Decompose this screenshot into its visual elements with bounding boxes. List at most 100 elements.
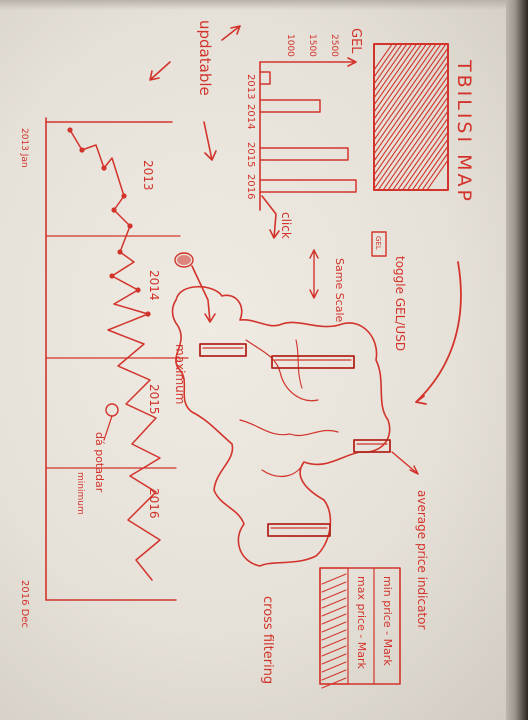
- map-bars: [199, 343, 391, 537]
- map-district-border-2: [295, 339, 303, 389]
- title-hatch-stroke: [406, 131, 448, 190]
- line-chart-point[interactable]: [79, 147, 85, 153]
- bar-chart: GEL 2500 1500 1000 2013 2014 2015 2016 c…: [245, 28, 363, 239]
- bar-chart-x-tick-2015: 2015: [245, 142, 256, 167]
- toggle-note: toggle GEL/USD: [393, 256, 407, 351]
- line-chart-end-label: 2016 Dec: [19, 580, 30, 628]
- minimum-marker: [105, 403, 119, 417]
- title-hatch-stroke: [374, 44, 432, 127]
- title-hatch-stroke: [374, 44, 408, 92]
- bar-chart-bar[interactable]: [259, 147, 349, 161]
- line-chart-point[interactable]: [121, 193, 127, 199]
- arrow-to-map-icon: [191, 265, 216, 323]
- title-hatch-stroke: [382, 96, 448, 190]
- title-hatch-stroke: [374, 44, 423, 113]
- curved-arrow-icon: [415, 261, 462, 405]
- hatched-title-box: [373, 43, 449, 191]
- bar-chart-x-tick-2014: 2014: [245, 104, 256, 129]
- line-chart-year-2014: 2014: [147, 270, 161, 301]
- line-chart-point[interactable]: [101, 165, 107, 171]
- title-hatch-stroke: [374, 44, 398, 78]
- title-hatch-stroke: [374, 44, 413, 99]
- bar-chart-value-axis: [259, 57, 357, 67]
- title-hatch-stroke: [421, 152, 448, 190]
- legend-max-price: max price - Mark: [355, 576, 368, 670]
- toggle-box[interactable]: [371, 231, 387, 257]
- click-arrow-icon: [261, 195, 280, 239]
- map-price-bar[interactable]: [199, 343, 247, 357]
- map-price-bar[interactable]: [267, 523, 331, 537]
- updatable-note: updatable: [196, 20, 214, 96]
- map-price-bar[interactable]: [271, 355, 355, 369]
- minimum-note: minimum: [75, 472, 85, 515]
- legend-hatch-stroke: [321, 661, 347, 673]
- price-line: [69, 129, 161, 581]
- title-hatch-stroke: [374, 44, 437, 134]
- legend-hatch-stroke: [321, 677, 347, 689]
- bar-chart-bar[interactable]: [259, 71, 271, 85]
- line-chart: 2013 Jan 2016 Dec 2013 2014 2015 2016 ma…: [19, 117, 194, 628]
- maximum-marker-fill: [177, 255, 191, 265]
- title-hatch-stroke: [397, 117, 448, 190]
- arrow-down-icon: [203, 121, 217, 161]
- line-chart-point[interactable]: [117, 249, 123, 255]
- bar-chart-bar[interactable]: [259, 99, 321, 113]
- legend-hatch-stroke: [321, 621, 347, 633]
- line-chart-point[interactable]: [67, 127, 73, 133]
- title-hatch-stroke: [411, 138, 448, 190]
- title-hatch-stroke: [374, 44, 447, 148]
- title-hatch-stroke: [374, 54, 448, 162]
- title-hatch-stroke: [416, 145, 448, 190]
- arrow-down-left-icon: [149, 61, 171, 81]
- bar-chart-bar[interactable]: [259, 179, 357, 193]
- same-scale-note: Same Scale: [333, 258, 346, 323]
- title-hatch-stroke: [374, 44, 393, 71]
- minimum-pointer-line: [103, 415, 113, 441]
- legend-swatch-column: [319, 567, 349, 685]
- bar-chart-x-tick-2016: 2016: [245, 174, 256, 199]
- legend-min-price: min price - Mark: [381, 576, 394, 666]
- legend-hatch-stroke: [321, 645, 347, 657]
- bar-chart-y-tick-1500: 1500: [307, 34, 317, 57]
- legend-hatch-stroke: [321, 573, 347, 585]
- title-hatch-stroke: [374, 47, 448, 155]
- line-chart-year-2015: 2015: [147, 384, 161, 415]
- tbilisi-map-outline[interactable]: [171, 286, 391, 567]
- cross-filtering-note: cross filtering: [260, 596, 275, 684]
- average-arrow-icon: [391, 451, 419, 475]
- arrow-to-chart-icon: [221, 25, 241, 41]
- bar-chart-y-tick-2500: 2500: [329, 34, 339, 57]
- line-chart-point[interactable]: [111, 207, 117, 213]
- line-chart-point[interactable]: [109, 273, 115, 279]
- line-chart-point[interactable]: [145, 311, 151, 317]
- legend-hatch-stroke: [321, 669, 347, 681]
- average-price-note: average price indicator: [415, 490, 429, 630]
- legend-hatch-stroke: [321, 597, 347, 609]
- bar-chart-y-tick-1000: 1000: [285, 34, 295, 57]
- title-hatch-stroke: [374, 44, 403, 85]
- map-title: TBILISI MAP: [453, 59, 475, 204]
- paper-right-edge: [506, 0, 528, 720]
- legend-hatch-stroke: [321, 637, 347, 649]
- title-hatch-stroke: [374, 44, 418, 106]
- click-note: click: [279, 212, 293, 239]
- line-chart-point[interactable]: [127, 223, 133, 229]
- legend-hatch-stroke: [321, 605, 347, 617]
- title-hatch-stroke: [374, 61, 448, 169]
- title-hatch-stroke: [374, 75, 448, 183]
- currency-toggle[interactable]: GEL toggle GEL/USD: [371, 231, 407, 351]
- title-hatch-stroke: [377, 89, 448, 190]
- line-chart-year-2016: 2016: [147, 488, 161, 519]
- bar-chart-ylabel: GEL: [348, 28, 363, 54]
- title-hatch-stroke: [374, 82, 448, 190]
- legend-hatch-stroke: [321, 629, 347, 641]
- toggle-box-label: GEL: [374, 236, 382, 250]
- legend-hatch-stroke: [321, 613, 347, 625]
- map-price-bar[interactable]: [353, 439, 391, 453]
- title-hatch-stroke: [374, 44, 442, 141]
- line-chart-point[interactable]: [135, 287, 141, 293]
- title-hatch-stroke: [401, 124, 448, 190]
- price-legend: min price - Mark max price - Mark: [319, 567, 401, 689]
- paper-top-shadow: [0, 0, 528, 10]
